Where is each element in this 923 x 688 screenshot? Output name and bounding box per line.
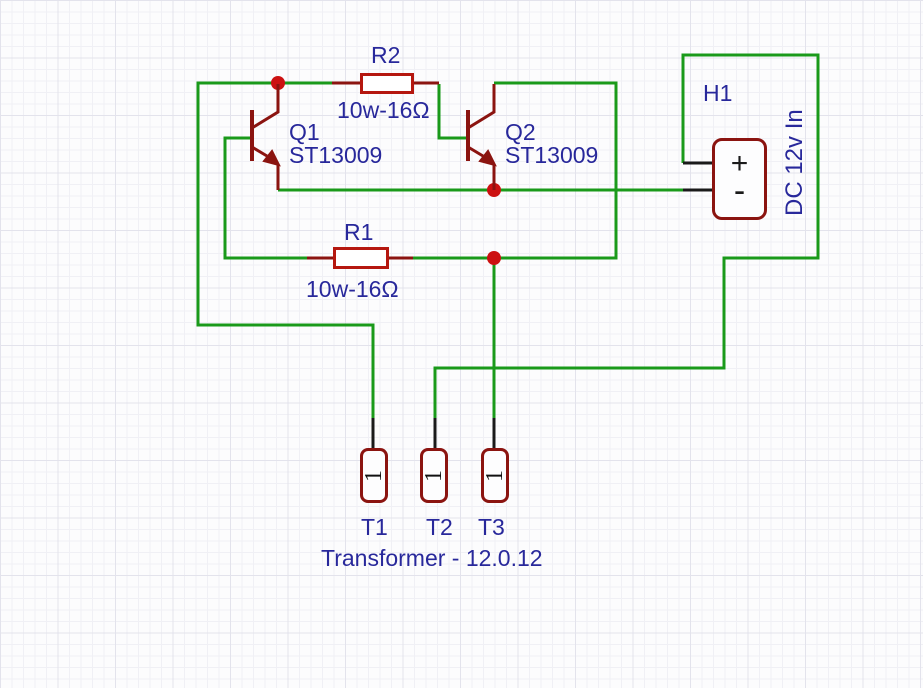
junction-dot-3 — [487, 251, 501, 265]
wire-segment-2[interactable] — [223, 136, 307, 260]
wire-segment-6[interactable] — [433, 53, 820, 418]
connector-h1-name-label[interactable]: DC 12v In — [781, 109, 808, 217]
transistor-q2-ref-label[interactable]: Q2 — [505, 119, 536, 145]
terminal-t2-ref-label[interactable]: T2 — [426, 514, 453, 540]
transistor-q2-part-label[interactable]: ST13009 — [505, 142, 599, 168]
transistor-q1-part-label[interactable]: ST13009 — [289, 142, 383, 168]
transistor-q1-symbol[interactable] — [250, 84, 281, 190]
connector-h1-ref-label[interactable]: H1 — [703, 80, 733, 106]
resistor-r1-value-label[interactable]: 10w-16Ω — [306, 276, 399, 302]
terminal-t3-ref-label[interactable]: T3 — [478, 514, 505, 540]
wire-segment-4[interactable] — [437, 84, 466, 140]
terminal-t2-pin-label: 1 — [421, 469, 447, 482]
terminal-t3-pin-label: 1 — [482, 469, 508, 482]
terminal-t2-body[interactable]: 1 — [420, 448, 448, 503]
h1-minus-terminal-label: - — [733, 172, 746, 210]
transformer-caption[interactable]: Transformer - 12.0.12 — [321, 545, 543, 571]
resistor-r2-body[interactable] — [360, 73, 414, 94]
terminal-t1-pin-label: 1 — [361, 469, 387, 482]
resistor-r1-body[interactable] — [333, 247, 389, 269]
resistor-r2-value-label[interactable]: 10w-16Ω — [337, 97, 430, 123]
transistor-q2-symbol[interactable] — [466, 84, 497, 190]
junction-dot-1 — [271, 76, 285, 90]
terminal-t1-body[interactable]: 1 — [360, 448, 388, 503]
transistor-q1-ref-label[interactable]: Q1 — [289, 119, 320, 145]
h1-plus-terminal-label: + — [730, 147, 749, 180]
terminal-t3-body[interactable]: 1 — [481, 448, 509, 503]
resistor-r2-ref-label[interactable]: R2 — [371, 42, 401, 68]
resistor-r1-ref-label[interactable]: R1 — [344, 219, 374, 245]
terminal-t1-ref-label[interactable]: T1 — [361, 514, 388, 540]
wire-segment-3[interactable] — [413, 81, 618, 260]
connector-h1-body[interactable]: + - — [712, 138, 767, 220]
wire-segment-1[interactable] — [196, 81, 375, 418]
